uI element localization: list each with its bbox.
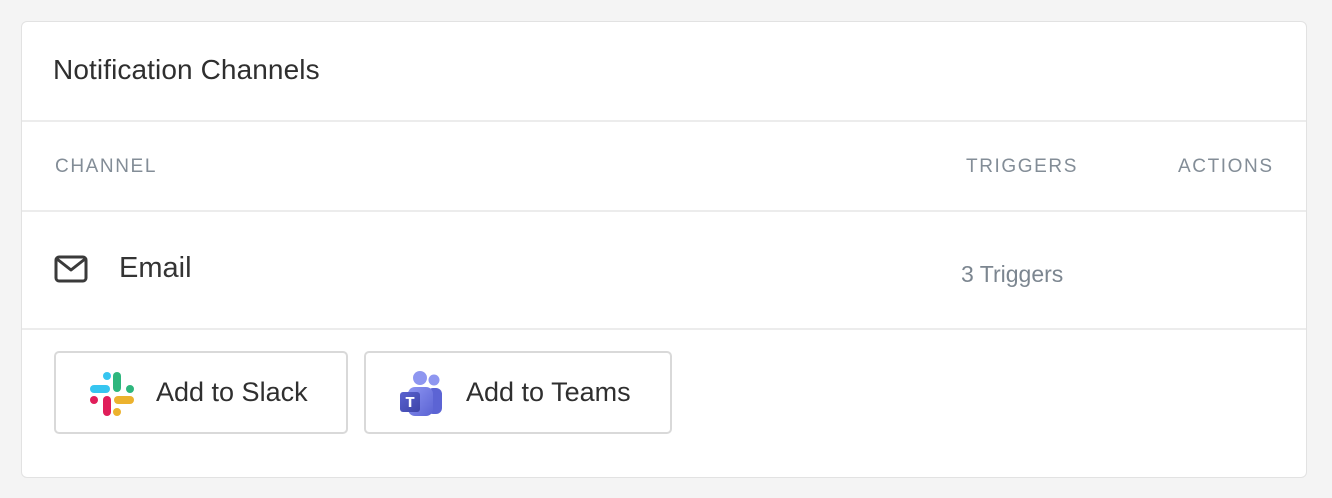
column-header-channel: CHANNEL xyxy=(55,156,157,177)
table-header: CHANNEL TRIGGERS ACTIONS xyxy=(22,122,1306,212)
channel-name: Email xyxy=(119,252,192,284)
svg-text:T: T xyxy=(406,396,415,411)
teams-icon: T xyxy=(398,370,446,418)
integrations-footer: Add to Slack xyxy=(22,330,1306,475)
card-title: Notification Channels xyxy=(53,54,320,85)
column-header-triggers: TRIGGERS xyxy=(966,156,1079,177)
card-header: Notification Channels xyxy=(22,22,1306,122)
add-to-teams-button[interactable]: T Add to Teams xyxy=(364,351,672,434)
add-to-teams-label: Add to Teams xyxy=(466,377,631,407)
column-header-actions: ACTIONS xyxy=(1178,156,1274,177)
slack-icon xyxy=(88,370,136,418)
table-row-email: Email 3 Triggers xyxy=(22,212,1306,330)
triggers-count[interactable]: 3 Triggers xyxy=(961,261,1064,287)
mail-icon xyxy=(54,254,88,284)
add-to-slack-label: Add to Slack xyxy=(156,377,308,407)
notification-channels-card: Notification Channels CHANNEL TRIGGERS A… xyxy=(21,21,1307,478)
add-to-slack-button[interactable]: Add to Slack xyxy=(54,351,348,434)
